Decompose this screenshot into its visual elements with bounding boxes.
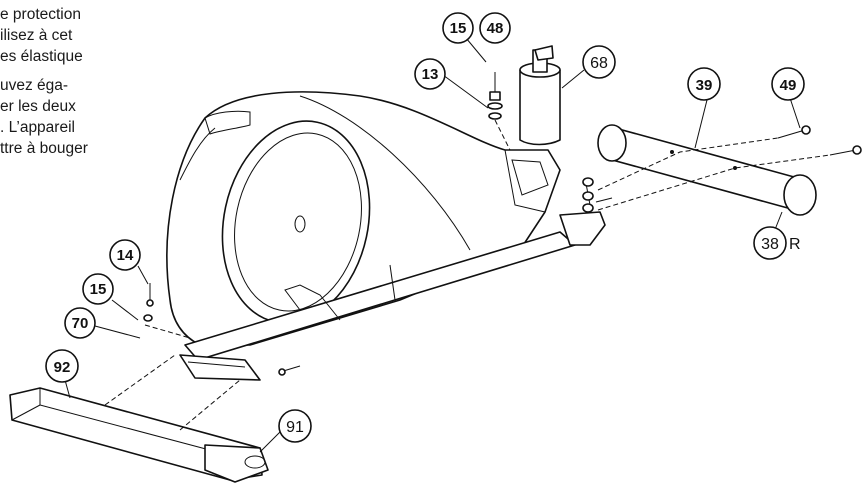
- bolt-49: [595, 125, 862, 211]
- rear-stabilizer-bar: [9, 354, 269, 483]
- svg-text:R: R: [789, 236, 801, 253]
- instruction-line: . L’appareil: [0, 119, 75, 136]
- svg-text:92: 92: [54, 359, 71, 376]
- instruction-text: e protection ilisez à cet es élastique u…: [0, 4, 160, 159]
- callout-70: 70: [64, 307, 96, 339]
- instruction-line: ttre à bouger: [0, 140, 88, 157]
- front-stabilizer-tube: [597, 124, 817, 216]
- svg-text:68: 68: [590, 55, 608, 72]
- callout-48: 48: [479, 12, 511, 44]
- callout-15-top: 15: [442, 12, 474, 44]
- callout-92: 92: [45, 349, 79, 383]
- svg-text:15: 15: [450, 20, 467, 37]
- callout-15-left: 15: [82, 273, 114, 305]
- callout-14: 14: [109, 239, 141, 271]
- instruction-line: e protection: [0, 6, 81, 23]
- front-washers: [582, 177, 594, 213]
- rear-fasteners: [143, 283, 301, 376]
- callout-49: 49: [771, 67, 805, 101]
- callout-38: 38 R: [753, 226, 801, 260]
- callout-68: 68: [582, 45, 616, 79]
- svg-text:39: 39: [696, 77, 713, 94]
- svg-text:48: 48: [487, 20, 504, 37]
- callout-13: 13: [414, 58, 446, 90]
- callout-91: 91: [278, 409, 312, 443]
- instruction-line: ilisez à cet: [0, 27, 73, 44]
- instruction-line: uvez éga-: [0, 77, 69, 94]
- instruction-line: er les deux: [0, 98, 76, 115]
- rear-foot-plate: [179, 354, 261, 381]
- front-bracket: [559, 177, 606, 246]
- svg-text:70: 70: [72, 315, 89, 332]
- svg-text:38: 38: [761, 236, 779, 253]
- top-fasteners: [487, 72, 511, 151]
- svg-text:91: 91: [286, 419, 304, 436]
- svg-text:15: 15: [90, 281, 107, 298]
- callout-39: 39: [687, 67, 721, 101]
- svg-text:14: 14: [117, 247, 134, 264]
- instruction-line: es élastique: [0, 48, 83, 65]
- svg-text:13: 13: [422, 66, 439, 83]
- leader-lines: [64, 37, 801, 453]
- post-68: [519, 45, 561, 146]
- svg-text:49: 49: [780, 77, 797, 94]
